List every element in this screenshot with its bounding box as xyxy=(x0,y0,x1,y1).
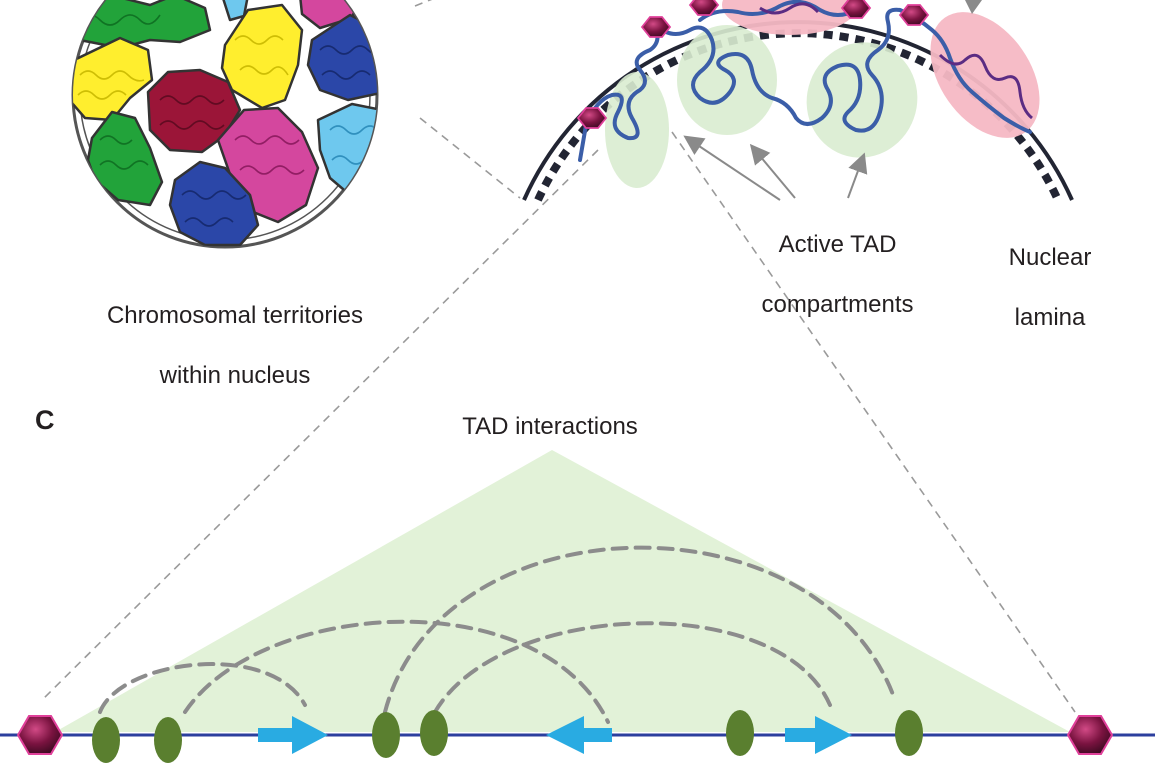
ctcf-hexagon-icon xyxy=(688,0,720,16)
ctcf-hexagon-icon xyxy=(16,715,64,755)
gene-ellipse-icon xyxy=(154,717,182,763)
ctcf-hexagon-icon xyxy=(840,0,872,19)
tad-interaction-panel xyxy=(0,450,1155,763)
territories-label-line2: within nucleus xyxy=(159,362,311,389)
ctcf-hexagon-icon xyxy=(1066,715,1114,755)
territory-yellow-center xyxy=(220,3,304,110)
guide-line-nucleus-a xyxy=(419,117,521,199)
active-tad-compartment xyxy=(677,25,777,135)
lad-region xyxy=(930,12,1040,138)
interaction-arc xyxy=(433,621,832,714)
active-tad-pointers xyxy=(683,135,868,201)
enhancer-arrow-icon xyxy=(258,716,328,754)
nuclear-lamina-label-line2: lamina xyxy=(1014,304,1086,331)
territory-blue-bottom xyxy=(168,160,260,247)
gene-ellipse-icon xyxy=(372,712,400,758)
panel-label: C xyxy=(35,405,55,435)
territories-label-line1: Chromosomal territories xyxy=(106,302,364,329)
interaction-arcs xyxy=(98,545,897,724)
territories-label: Chromosomal territories within nucleus xyxy=(70,271,400,421)
gene-ellipse-icon xyxy=(726,710,754,756)
interaction-arc xyxy=(183,619,610,724)
lad-region xyxy=(722,0,858,35)
guide-line-nucleus-b xyxy=(414,0,433,7)
nucleus-territories xyxy=(71,0,379,249)
interaction-arc xyxy=(98,662,307,714)
enhancer-arrow-icon xyxy=(785,716,852,754)
lamina-corner-arrow xyxy=(965,0,982,14)
genomic-elements xyxy=(92,710,923,763)
zoom-guide-lines xyxy=(41,0,1076,713)
gene-ellipse-icon xyxy=(895,710,923,756)
ctcf-hexagon-icon xyxy=(898,4,930,26)
chromatin-fiber xyxy=(578,0,1032,162)
ctcf-sites-periphery xyxy=(576,0,930,129)
nuclear-lamina-label: Nuclear lamina xyxy=(985,213,1115,363)
active-tad-label-line1: Active TAD xyxy=(778,231,897,258)
gene-ellipse-icon xyxy=(420,710,448,756)
active-tad-label: Active TAD compartments xyxy=(735,200,940,350)
interaction-arc xyxy=(383,545,897,714)
active-tad-compartment xyxy=(806,42,918,158)
ctcf-hexagon-icon xyxy=(640,16,672,38)
gene-ellipse-icon xyxy=(92,717,120,763)
guide-line-right-c xyxy=(671,131,1076,713)
tad-triangle xyxy=(55,450,1070,732)
territory-yellow-left xyxy=(73,36,154,122)
ctcf-hexagon-icon xyxy=(576,107,608,129)
tad-interactions-title: TAD interactions xyxy=(462,413,638,440)
territory-green-top xyxy=(73,0,212,50)
nuclear-periphery xyxy=(522,0,1074,202)
guide-line-left-c xyxy=(41,149,599,701)
directional-arrows xyxy=(258,716,852,754)
nuclear-lamina-label-line1: Nuclear xyxy=(1008,244,1092,271)
enhancer-arrow-icon xyxy=(546,716,612,754)
active-tad-label-line2: compartments xyxy=(761,291,914,318)
